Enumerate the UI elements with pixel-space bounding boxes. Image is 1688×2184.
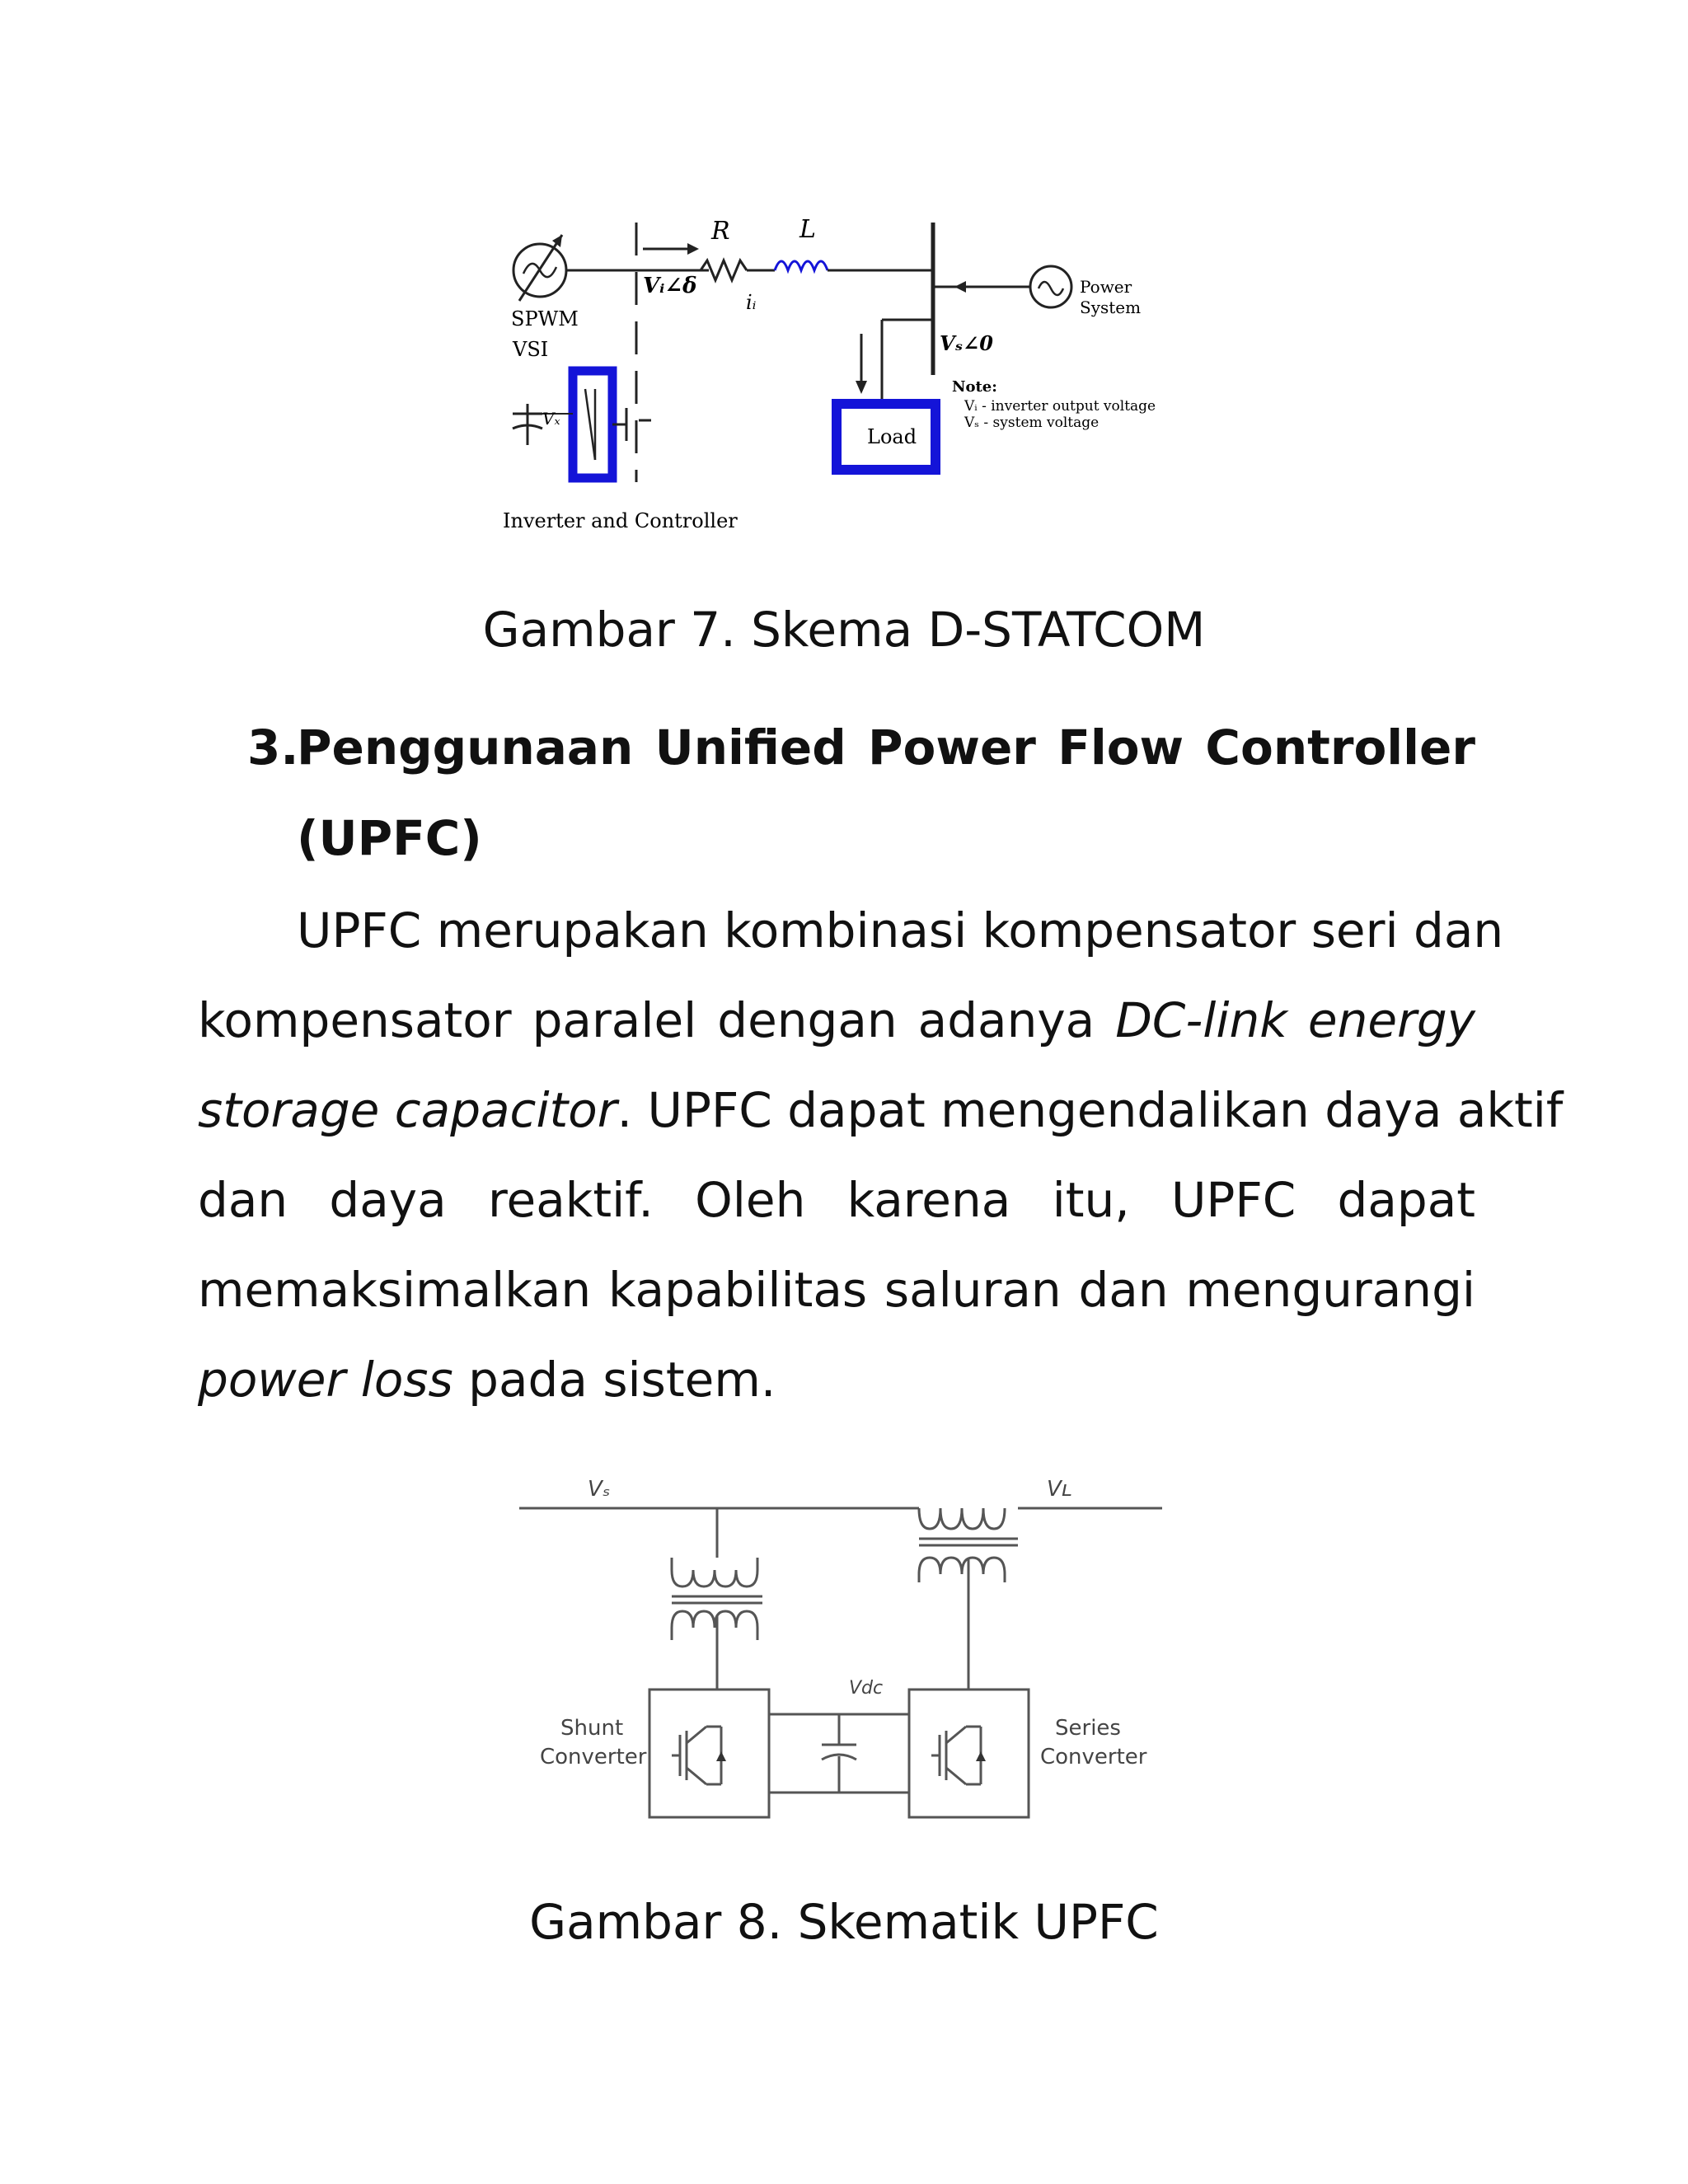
text: kompensator paralel dengan adanya	[198, 992, 1116, 1048]
series-converter-label: Converter	[1040, 1745, 1147, 1769]
vsi-label: VSI	[512, 338, 548, 361]
series-transformer-secondary	[917, 1556, 1006, 1582]
series-igbt-icon	[931, 1725, 982, 1786]
note-vi: Vᵢ - inverter output voltage	[964, 398, 1156, 415]
figure8-caption: Gambar 8. Skematik UPFC	[529, 1894, 1159, 1950]
section-title-line2: (UPFC)	[297, 810, 482, 866]
paragraph-line: storage capacitor. UPFC dapat mengendali…	[198, 1066, 1563, 1155]
power-label: Power	[1080, 277, 1132, 297]
dstatcom-diagram: R L Vᵢ∠δ iᵢ SPWM VSI Power System Vₛ∠0 L…	[503, 215, 1156, 532]
vdc-label: Vₓ	[542, 409, 560, 429]
shunt-converter-label: Converter	[540, 1745, 647, 1769]
paragraph-line: UPFC merupakan kombinasi kompensator ser…	[297, 886, 1503, 976]
vdc-label: Vdc	[849, 1678, 883, 1699]
series-transformer-primary	[917, 1507, 1006, 1530]
series-converter-box	[907, 1688, 1030, 1819]
shunt-igbt-icon	[672, 1725, 723, 1786]
series-label: Series	[1055, 1716, 1121, 1741]
text: . UPFC dapat mengendalikan daya aktif	[617, 1082, 1564, 1138]
section-title-line1: Penggunaan Unified Power Flow Controller	[297, 719, 1475, 776]
paragraph-line: memaksimalkan kapabilitas saluran dan me…	[198, 1245, 1475, 1335]
inductor-symbol	[773, 260, 829, 274]
paragraph-line: dan daya reaktif. Oleh karena itu, UPFC …	[198, 1155, 1475, 1245]
system-label: System	[1080, 298, 1141, 317]
vi-delta-label: Vᵢ∠δ	[643, 274, 697, 298]
vl-label: Vʟ	[1047, 1477, 1072, 1502]
spwm-label: SPWM	[511, 307, 579, 330]
shunt-transformer-secondary	[670, 1610, 759, 1640]
note-label: Note:	[952, 378, 997, 396]
vs-label: Vₛ	[588, 1477, 611, 1502]
shunt-transformer-primary	[670, 1558, 759, 1588]
italic-text: storage capacitor	[198, 1082, 617, 1138]
section-number: 3.	[247, 719, 299, 776]
paragraph-line: power loss pada sistem.	[198, 1335, 1475, 1425]
text: memaksimalkan kapabilitas saluran dan me…	[198, 1262, 1475, 1318]
figure7-caption: Gambar 7. Skema D-STATCOM	[482, 602, 1206, 658]
shunt-label: Shunt	[560, 1716, 623, 1741]
shunt-converter-box	[648, 1688, 771, 1819]
resistor-symbol	[699, 257, 748, 284]
power-system-source	[1029, 265, 1073, 309]
paragraph-line: kompensator paralel dengan adanya DC-lin…	[198, 976, 1475, 1066]
text: UPFC merupakan kombinasi kompensator ser…	[297, 902, 1504, 958]
italic-text: power loss	[198, 1352, 453, 1408]
inverter-box	[568, 366, 617, 483]
upfc-diagram: Vₛ Vʟ Vdc Shunt Converter Series Convert…	[519, 1477, 1162, 1819]
r-label: R	[710, 217, 730, 246]
inverter-controller-label: Inverter and Controller	[503, 509, 738, 532]
vs-zero-label: Vₛ∠0	[940, 331, 993, 355]
ii-label: iᵢ	[746, 291, 757, 314]
load-box	[832, 399, 940, 475]
italic-text: DC-link energy	[1115, 992, 1476, 1048]
text: pada sistem.	[452, 1352, 776, 1408]
load-label: Load	[867, 425, 917, 448]
l-label: L	[799, 215, 816, 244]
note-vs: Vₛ - system voltage	[964, 415, 1099, 431]
text: dan daya reaktif. Oleh karena itu, UPFC …	[198, 1172, 1475, 1228]
